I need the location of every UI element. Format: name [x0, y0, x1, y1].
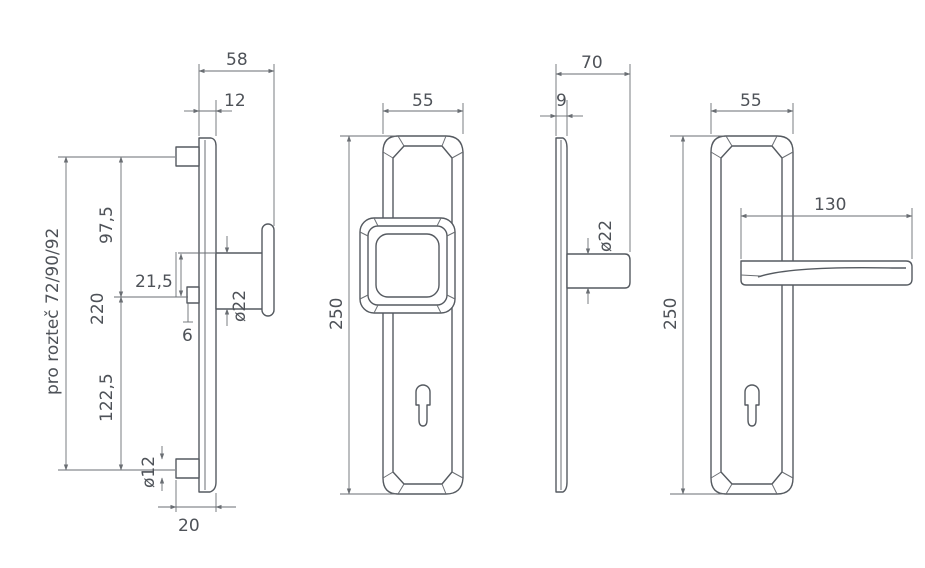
dim-knob-dia-label: ø22	[230, 290, 250, 322]
lever-handle	[740, 260, 913, 286]
dim-250-label-1: 250	[327, 298, 347, 330]
dim-220-label: 220	[88, 293, 108, 325]
dim-55-label-2: 55	[740, 91, 762, 111]
dim-97-5-label: 97,5	[97, 206, 117, 244]
keyhole	[415, 384, 431, 427]
dim-122-5-label: 122,5	[97, 373, 117, 422]
dim-pin-dia-label: ø12	[139, 456, 159, 488]
spacing-note: pro rozteč 72/90/92	[43, 228, 63, 395]
dim-9-label: 9	[556, 91, 567, 111]
dim-250-label-2: 250	[661, 298, 681, 330]
spindle-boss	[186, 286, 200, 304]
dimensions-side-view-1: 58 12 220 pro rozteč 72/90/92 97,5 122,5…	[43, 50, 275, 536]
top-pin	[175, 146, 200, 167]
escutcheon-plate-front-2	[710, 135, 794, 495]
lever-neck-side	[566, 253, 631, 289]
dimensions-front-view-knob: 55 250	[327, 91, 464, 495]
dimensions-side-view-2: 70 9 ø22	[540, 53, 631, 304]
dim-130-label: 130	[814, 195, 846, 215]
dim-12-label: 12	[224, 91, 246, 111]
bottom-pin	[175, 458, 200, 479]
backplate-side	[198, 137, 217, 493]
escutcheon-plate-front	[382, 135, 464, 495]
dim-70-label: 70	[581, 53, 603, 73]
dim-stem-dia-label: ø22	[596, 220, 616, 252]
dim-21-5-label: 21,5	[135, 272, 173, 292]
square-knob	[359, 217, 456, 314]
knob-rosette-side	[261, 223, 275, 317]
side-view-knob	[175, 137, 275, 493]
dim-58-label: 58	[226, 50, 248, 70]
keyhole-2	[744, 384, 760, 427]
dimensions-front-view-lever: 55 130 250	[661, 91, 913, 495]
dim-20-label: 20	[178, 516, 200, 536]
front-view-knob	[359, 135, 464, 495]
dim-6-label: 6	[182, 326, 193, 346]
front-view-lever	[710, 135, 913, 495]
dim-55-label-1: 55	[412, 91, 434, 111]
side-view-lever	[555, 137, 631, 493]
